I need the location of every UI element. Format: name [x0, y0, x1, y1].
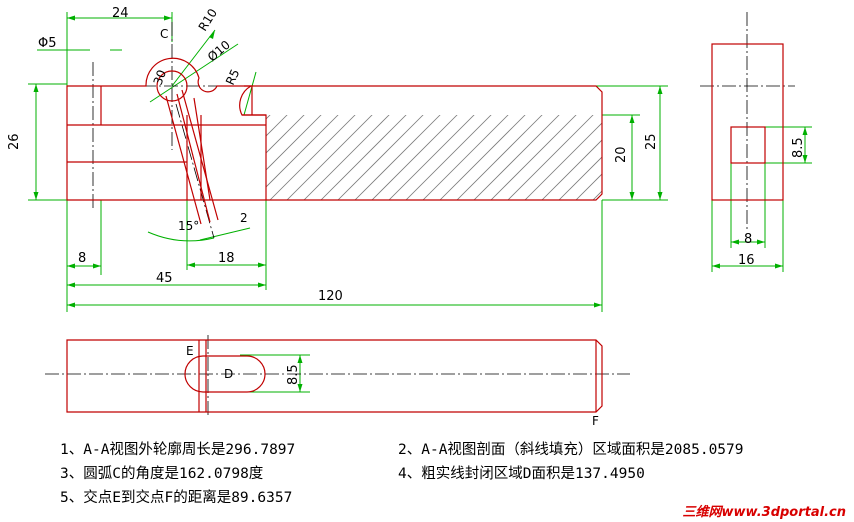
hatch-line: [473, 115, 560, 200]
side-dim-8: 8: [744, 232, 752, 247]
dim-r5: R5: [223, 67, 242, 87]
hatch-line: [622, 110, 717, 205]
hatch-line: [371, 115, 458, 200]
hatch-line: [656, 110, 751, 205]
dim-r10: R10: [196, 6, 220, 33]
top-outlines: [66, 339, 603, 413]
hatch-line: [456, 115, 543, 200]
top-dimension-arrows: [297, 355, 303, 392]
hatch-line: [286, 115, 373, 200]
dim-24: 24: [112, 6, 129, 21]
hatch-line: [507, 115, 594, 200]
side-centerlines: [700, 12, 795, 230]
hatch-line: [639, 110, 734, 205]
side-dimension-arrows: [712, 127, 808, 269]
hatch-line: [541, 139, 602, 200]
dim-120: 120: [318, 289, 343, 304]
hatch-line: [354, 115, 441, 200]
side-dim-16: 16: [738, 253, 755, 268]
hatch-line: [524, 122, 602, 200]
top-view: 8.5 E D F: [45, 335, 630, 428]
side-dim-85: 8.5: [791, 137, 806, 158]
hatch-line: [388, 115, 475, 200]
hatch-line: [405, 115, 492, 200]
dim-26: 26: [7, 133, 22, 150]
hatch-line: [575, 173, 602, 200]
dim-15deg: 15°: [178, 219, 199, 233]
hatch-line: [439, 115, 526, 200]
label-c: C: [160, 27, 168, 41]
dim-2: 2: [240, 211, 248, 225]
dim-phi10: Ø10: [205, 38, 233, 65]
side-view: 8.5 8 16: [700, 12, 812, 272]
note-1: 1、A-A视图外轮廓周长是296.7897: [60, 442, 296, 458]
hatch-line: [320, 115, 407, 200]
dim-45: 45: [156, 271, 173, 286]
watermark: 三维网www.3dportal.cn: [682, 505, 846, 520]
front-dimension-lines: [28, 12, 668, 312]
note-5: 5、交点E到交点F的距离是89.6357: [60, 490, 293, 506]
hatch-line: [490, 115, 577, 200]
dim-18: 18: [218, 251, 235, 266]
top-dim-85: 8.5: [286, 364, 301, 385]
dim-8: 8: [78, 251, 86, 266]
hatch-line: [269, 115, 356, 200]
hatch-line: [303, 115, 390, 200]
dim-phi5: Φ5: [38, 36, 57, 51]
label-e: E: [186, 344, 194, 358]
label-f: F: [592, 414, 599, 428]
hatch-line: [266, 115, 288, 137]
hatch-line: [266, 115, 339, 188]
front-view: 24 Φ5 R10 Ø10 R5 30 26 8 45 18 120 15° 2…: [7, 6, 802, 312]
hatch-line: [422, 115, 509, 200]
front-dimension-arrows: [33, 15, 663, 308]
label-d: D: [224, 367, 233, 381]
front-outlines: [66, 57, 603, 225]
hatch-line: [266, 115, 271, 120]
note-3: 3、圆弧C的角度是162.0798度: [60, 466, 264, 482]
hatch-line: [690, 110, 785, 205]
dim-25: 25: [644, 133, 659, 150]
hatch-line: [673, 110, 768, 205]
dim-20: 20: [614, 146, 629, 163]
hatch-line: [266, 115, 322, 171]
section-hatch: [266, 110, 802, 205]
hatch-line: [337, 115, 424, 200]
dim-30: 30: [151, 68, 169, 87]
hatch-line: [707, 110, 802, 205]
hatch-line: [266, 115, 305, 154]
side-outlines: [711, 43, 784, 201]
note-4: 4、粗实线封闭区域D面积是137.4950: [398, 466, 645, 482]
top-centerlines: [45, 335, 630, 415]
note-2: 2、A-A视图剖面（斜线填充）区域面积是2085.0579: [398, 442, 744, 458]
